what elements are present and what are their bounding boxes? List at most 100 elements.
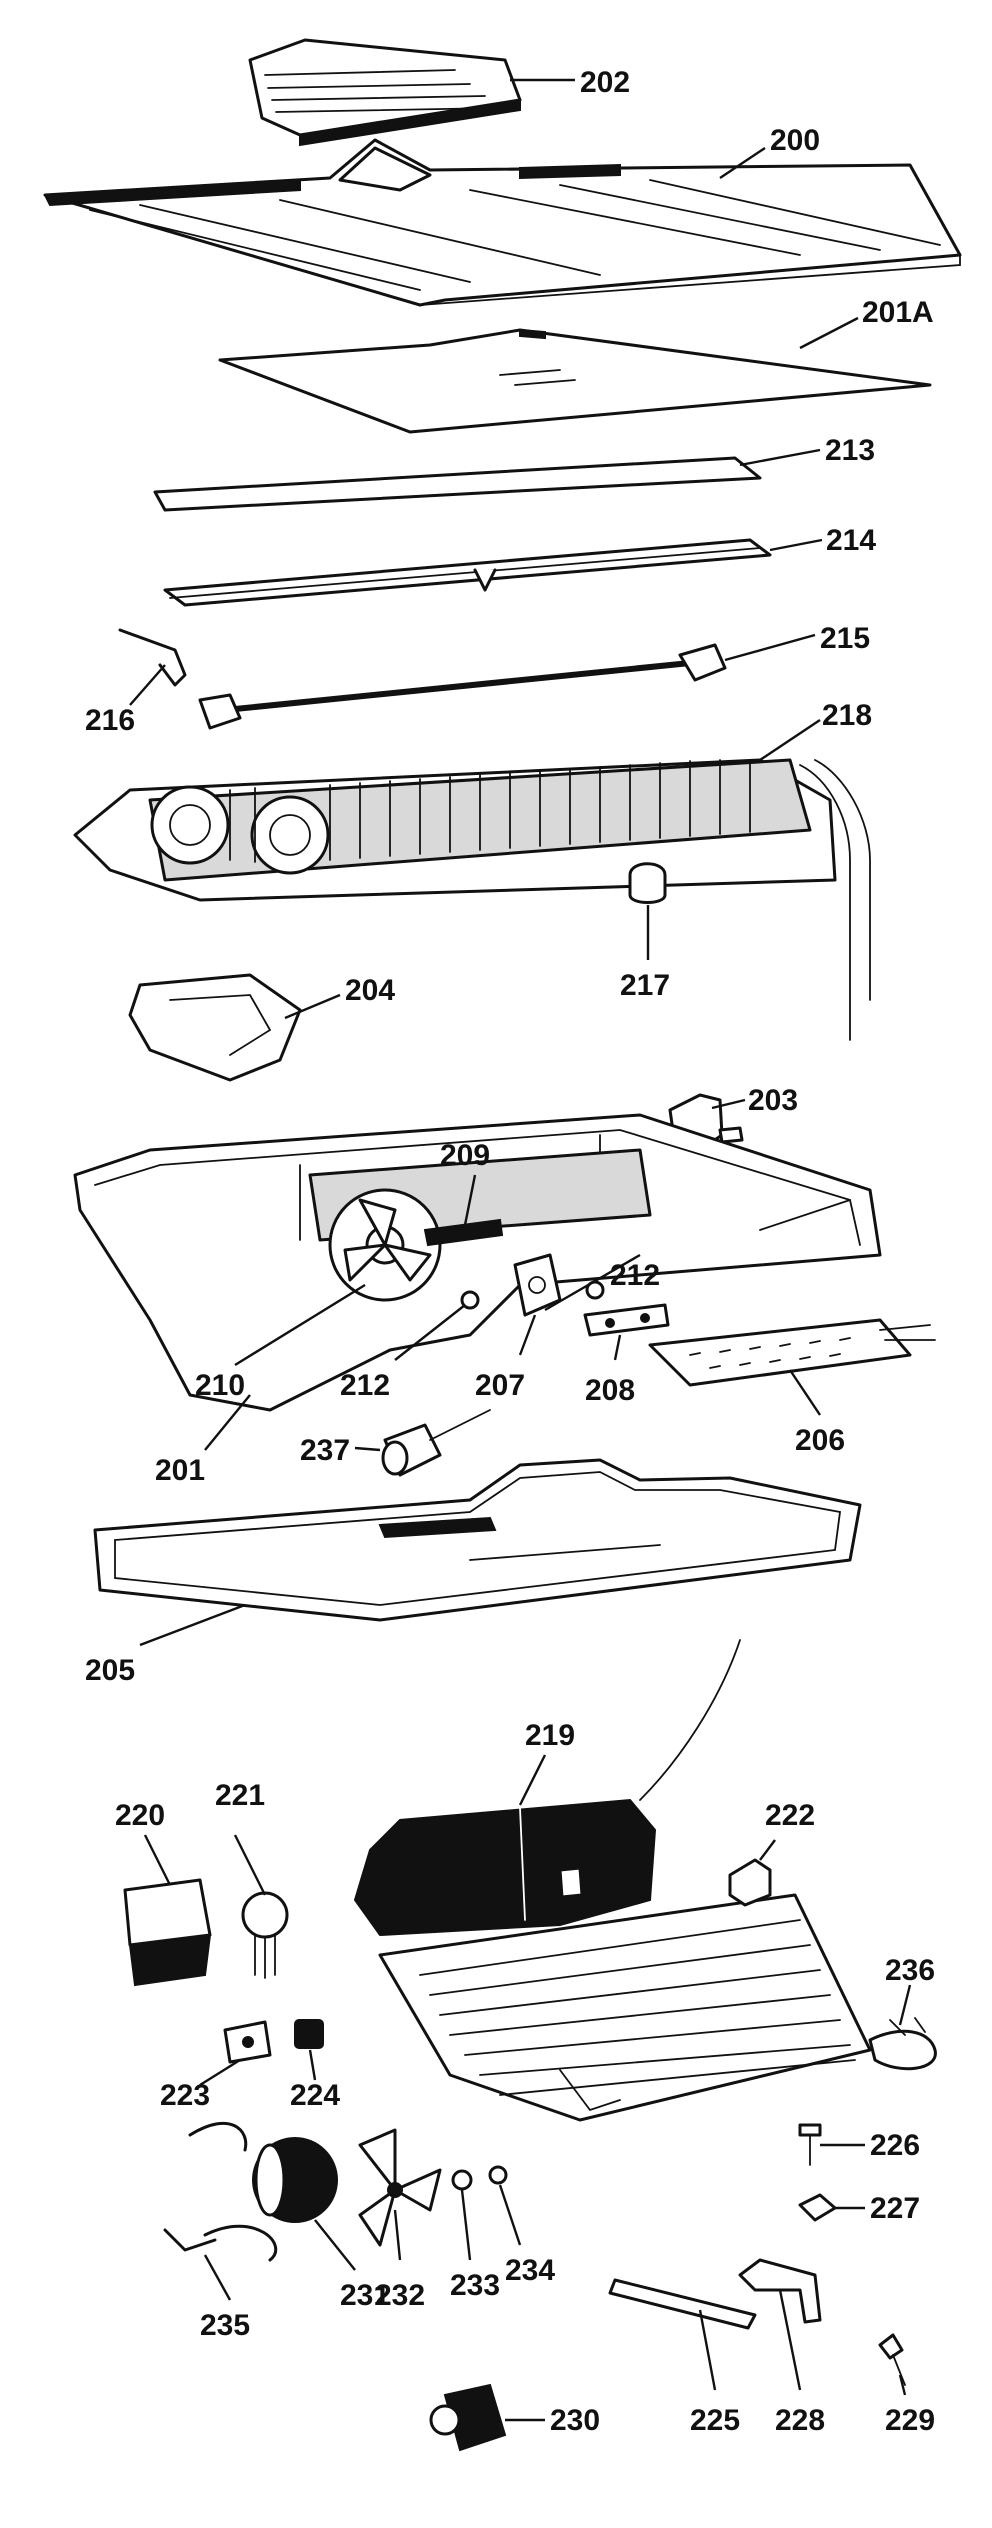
leader-233	[460, 2189, 472, 2261]
label-231: 231	[340, 2279, 390, 2312]
leader-216	[129, 664, 166, 706]
label-204: 204	[345, 974, 395, 1007]
label-235: 235	[200, 2309, 250, 2342]
label-213: 213	[825, 434, 875, 467]
part-212-screw-left	[460, 1290, 480, 1310]
leader-231	[314, 2219, 356, 2271]
part-231-fan-motor	[252, 2137, 338, 2223]
part-230-lamp-socket	[429, 2383, 507, 2452]
label-228: 228	[775, 2404, 825, 2437]
part-201a-liner-sheet	[218, 328, 932, 434]
label-214: 214	[826, 524, 876, 557]
part-213-insulation-pad	[153, 456, 762, 512]
leader-234	[498, 2184, 522, 2246]
leader-228	[778, 2289, 802, 2391]
label-215: 215	[820, 622, 870, 655]
label-234: 234	[505, 2254, 555, 2287]
leader-201	[204, 1394, 251, 1451]
part-215-rod	[198, 643, 727, 730]
part-219-compressor	[353, 1639, 741, 1937]
part-208-bracket	[583, 1303, 670, 1337]
part-233-washer	[451, 2169, 473, 2191]
leader-206	[789, 1369, 821, 1416]
label-219: 219	[525, 1719, 575, 1752]
leader-210	[234, 1283, 366, 1367]
leader-203	[711, 1098, 746, 1110]
part-200-top-panel	[43, 138, 962, 307]
leader-207	[518, 1314, 537, 1356]
label-221: 221	[215, 1779, 265, 1812]
part-204-cover	[128, 973, 302, 1082]
label-220: 220	[115, 1799, 165, 1832]
leader-205	[139, 1603, 246, 1647]
label-212b: 212	[610, 1259, 660, 1292]
leader-200	[719, 147, 766, 179]
label-227: 227	[870, 2192, 920, 2225]
label-209: 209	[440, 1139, 490, 1172]
leader-223	[199, 2058, 241, 2087]
part-205-bottom-frame	[93, 1458, 862, 1622]
leader-232	[393, 2209, 402, 2261]
part-216-clip	[118, 628, 187, 687]
label-208: 208	[585, 1374, 635, 1407]
label-218: 218	[822, 699, 872, 732]
label-200: 200	[770, 124, 820, 157]
label-226: 226	[870, 2129, 920, 2162]
label-224: 224	[290, 2079, 340, 2112]
label-201: 201	[155, 1454, 205, 1487]
part-222-clamp	[728, 1858, 772, 1907]
part-206-perforated-plate	[648, 1318, 936, 1387]
label-205: 205	[85, 1654, 135, 1687]
label-210: 210	[195, 1369, 245, 1402]
part-223-bracket	[223, 2020, 272, 2064]
leader-201a	[799, 316, 859, 350]
leader-236	[898, 1984, 912, 2026]
leader-218	[759, 719, 821, 761]
part-229-screw	[878, 2333, 906, 2386]
leader-221	[233, 1834, 267, 1896]
leader-220	[143, 1834, 172, 1886]
label-203: 203	[748, 1084, 798, 1117]
label-217: 217	[620, 969, 670, 1002]
label-237: 237	[300, 1434, 350, 1467]
part-235-motor-bracket	[163, 2121, 278, 2262]
part-226-screw	[798, 2123, 822, 2166]
label-216: 216	[85, 704, 135, 737]
part-condenser-coil	[378, 1893, 872, 2122]
part-234-washer	[488, 2165, 508, 2185]
leader-235	[203, 2254, 232, 2301]
leader-237	[354, 1446, 381, 1452]
part-232-fan-blade	[358, 2128, 442, 2247]
label-225: 225	[690, 2404, 740, 2437]
leader-225	[698, 2309, 717, 2391]
label-236: 236	[885, 1954, 935, 1987]
part-221-overload	[241, 1891, 289, 1979]
part-227-nut	[798, 2193, 837, 2222]
leader-224	[308, 2049, 317, 2081]
part-218-evaporator-coil	[73, 758, 871, 1041]
leader-222	[759, 1839, 776, 1861]
part-224-grommet	[294, 2019, 324, 2049]
label-232: 232	[375, 2279, 425, 2312]
part-228-bracket	[738, 2258, 822, 2324]
leader-229	[898, 2374, 907, 2396]
part-237-lamp	[381, 1409, 491, 1477]
label-207: 207	[475, 1369, 525, 1402]
label-230: 230	[550, 2404, 600, 2437]
part-220-relay	[123, 1878, 212, 1987]
label-202: 202	[580, 66, 630, 99]
label-206: 206	[795, 1424, 845, 1457]
leader-212a	[394, 1304, 466, 1361]
label-201a: 201A	[862, 296, 934, 329]
leader-209	[463, 1174, 477, 1226]
label-233: 233	[450, 2269, 500, 2302]
label-229: 229	[885, 2404, 935, 2437]
leader-213	[739, 448, 821, 467]
label-212a: 212	[340, 1369, 390, 1402]
part-236-spring-clip	[868, 2017, 937, 2071]
label-222: 222	[765, 1799, 815, 1832]
leader-215	[724, 633, 816, 662]
leader-214	[769, 538, 823, 552]
part-202-grille	[248, 38, 522, 147]
